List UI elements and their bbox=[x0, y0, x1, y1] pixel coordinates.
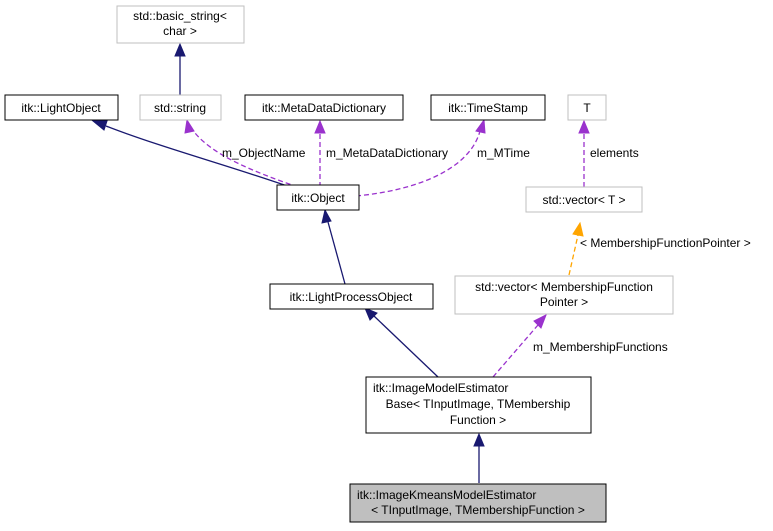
node-light-object[interactable]: itk::LightObject bbox=[4, 94, 119, 121]
edge-label-mtime: m_MTime bbox=[477, 146, 530, 160]
node-t[interactable]: T bbox=[567, 94, 607, 121]
node-image-kmeans-model-estimator[interactable]: itk::ImageKmeansModelEstimator < TInputI… bbox=[349, 483, 607, 523]
node-image-model-estimator-base[interactable]: itk::ImageModelEstimator Base< TInputIma… bbox=[365, 376, 592, 434]
edge-label-membership-function-pointer: < MembershipFunctionPointer > bbox=[580, 236, 751, 250]
node-basic-string[interactable]: std::basic_string< char > bbox=[116, 5, 245, 44]
edge-label-meta-data-dictionary: m_MetaDataDictionary bbox=[326, 146, 448, 160]
node-label: std::vector< MembershipFunction bbox=[475, 280, 653, 294]
node-std-vector-t[interactable]: std::vector< T > bbox=[525, 186, 643, 213]
node-std-string[interactable]: std::string bbox=[139, 94, 222, 121]
edge-metadata-to-object: m_MetaDataDictionary bbox=[314, 119, 448, 187]
node-object[interactable]: itk::Object bbox=[276, 184, 360, 211]
node-light-process-object[interactable]: itk::LightProcessObject bbox=[269, 283, 434, 310]
edge-label-object-name: m_ObjectName bbox=[222, 146, 306, 160]
node-label: itk::Object bbox=[291, 191, 345, 205]
edge-string-to-basic-string bbox=[174, 42, 186, 95]
edge-label-elements: elements bbox=[590, 146, 639, 160]
node-label: itk::MetaDataDictionary bbox=[262, 101, 386, 115]
edge-vector-to-base: m_MembershipFunctions bbox=[492, 313, 668, 378]
node-meta-data-dictionary[interactable]: itk::MetaDataDictionary bbox=[244, 94, 404, 121]
node-label: itk::ImageModelEstimator bbox=[373, 381, 508, 395]
node-std-vector-membership-function[interactable]: std::vector< MembershipFunction Pointer … bbox=[454, 275, 674, 315]
node-time-stamp[interactable]: itk::TimeStamp bbox=[430, 94, 546, 121]
edge-base-to-lightprocess bbox=[364, 307, 439, 378]
node-label: itk::ImageKmeansModelEstimator bbox=[357, 488, 536, 502]
edge-string-to-object: m_ObjectName bbox=[184, 118, 306, 188]
node-label: itk::TimeStamp bbox=[448, 101, 528, 115]
edge-timestamp-to-object: m_MTime bbox=[355, 118, 530, 197]
node-label: T bbox=[583, 101, 591, 115]
edge-label-membership-functions: m_MembershipFunctions bbox=[533, 340, 668, 354]
edge-vector-template: < MembershipFunctionPointer > bbox=[568, 221, 751, 276]
node-label: Pointer > bbox=[540, 295, 588, 309]
node-label: Function > bbox=[450, 413, 506, 427]
node-label: itk::LightProcessObject bbox=[290, 290, 413, 304]
node-label: Base< TInputImage, TMembership bbox=[386, 397, 571, 411]
edge-t-to-vector: elements bbox=[578, 119, 639, 187]
node-label: std::basic_string< bbox=[133, 9, 227, 23]
node-label: char > bbox=[163, 24, 197, 38]
edge-lightprocess-to-object bbox=[321, 208, 346, 285]
node-label: < TInputImage, TMembershipFunction > bbox=[371, 503, 585, 517]
edge-object-to-light-object bbox=[91, 120, 291, 188]
node-label: itk::LightObject bbox=[21, 101, 101, 115]
edge-kmeans-to-base bbox=[473, 432, 485, 483]
node-label: std::vector< T > bbox=[543, 193, 626, 207]
node-label: std::string bbox=[154, 101, 206, 115]
